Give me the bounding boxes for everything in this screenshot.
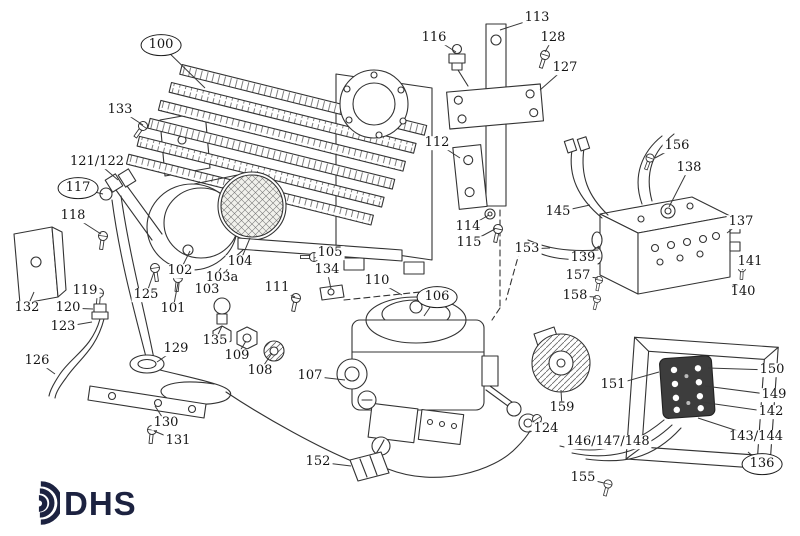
burner-mesh — [217, 171, 287, 241]
part-callout-149: 149 — [759, 387, 789, 403]
part-callout-136: 136 — [741, 453, 783, 475]
part-callout-133: 133 — [105, 102, 135, 118]
part-callout-103a: 103a — [203, 270, 241, 286]
part-callout-109: 109 — [222, 348, 252, 364]
wiring-harness — [527, 133, 675, 261]
part-callout-106: 106 — [416, 286, 458, 308]
part-callout-151: 151 — [598, 377, 628, 393]
part-callout-127: 127 — [550, 60, 580, 76]
dhs-logo-mark — [38, 481, 60, 525]
part-callout-112: 112 — [422, 135, 452, 151]
part-callout-104: 104 — [225, 254, 255, 270]
grommet-and-coil — [129, 354, 355, 463]
part-callout-131: 131 — [163, 433, 193, 449]
logo-text: DHS — [64, 484, 137, 522]
part-callout-150: 150 — [757, 362, 787, 378]
part-callout-129: 129 — [161, 341, 191, 357]
part-callout-152: 152 — [303, 454, 333, 470]
part-callout-143-144: 143/144 — [726, 429, 786, 445]
part-callout-158: 158 — [560, 288, 590, 304]
part-callout-137: 137 — [726, 214, 756, 230]
pressure-canister — [531, 326, 591, 393]
part-callout-111: 111 — [262, 280, 292, 296]
part-callout-159: 159 — [547, 400, 577, 416]
part-callout-140: 140 — [728, 284, 758, 300]
part-callout-138: 138 — [674, 160, 704, 176]
part-callout-117: 117 — [57, 177, 99, 199]
part-callout-145: 145 — [543, 204, 573, 220]
part-callout-116: 116 — [419, 30, 449, 46]
wall-bracket — [13, 226, 67, 305]
dhs-logo: DHS — [14, 480, 137, 526]
part-callout-121-122: 121/122 — [67, 154, 127, 170]
part-callout-103: 103 — [192, 282, 222, 298]
blower-flange — [339, 69, 409, 139]
part-callout-100: 100 — [140, 34, 182, 56]
part-callout-142: 142 — [756, 404, 786, 420]
part-callout-119: 119 — [70, 283, 100, 299]
part-callout-146-147-148: 146/147/148 — [564, 434, 652, 450]
part-callout-107: 107 — [295, 368, 325, 384]
part-callout-102: 102 — [165, 263, 195, 279]
part-callout-118: 118 — [58, 208, 88, 224]
part-callout-156: 156 — [662, 138, 692, 154]
part-callout-105: 105 — [315, 245, 345, 261]
part-callout-157: 157 — [563, 268, 593, 284]
side-bracket — [452, 144, 488, 210]
part-callout-153: 153 — [512, 241, 542, 257]
top-plate — [446, 83, 545, 130]
part-callout-113: 113 — [522, 10, 552, 26]
part-callout-123: 123 — [48, 319, 78, 335]
part-callout-108: 108 — [245, 363, 275, 379]
part-callout-134: 134 — [312, 262, 342, 278]
pilot-tubes — [48, 303, 109, 399]
part-callout-120: 120 — [53, 300, 83, 316]
part-callout-124: 124 — [531, 421, 561, 437]
part-callout-132: 132 — [12, 300, 42, 316]
mounting-strip — [87, 385, 207, 419]
gas-valve — [336, 296, 538, 456]
part-callout-101: 101 — [158, 301, 188, 317]
part-callout-139: 139 — [568, 250, 598, 266]
part-callout-130: 130 — [151, 415, 181, 431]
part-callout-114: 114 — [453, 219, 483, 235]
part-callout-110: 110 — [362, 273, 392, 289]
part-callout-115: 115 — [454, 235, 484, 251]
part-callout-128: 128 — [538, 30, 568, 46]
part-callout-125: 125 — [131, 287, 161, 303]
part-callout-126: 126 — [22, 353, 52, 369]
part-callout-135: 135 — [200, 333, 230, 349]
part-callout-141: 141 — [735, 254, 765, 270]
control-box — [591, 196, 741, 295]
power-cable-plug — [349, 430, 531, 482]
part-callout-155: 155 — [568, 470, 598, 486]
